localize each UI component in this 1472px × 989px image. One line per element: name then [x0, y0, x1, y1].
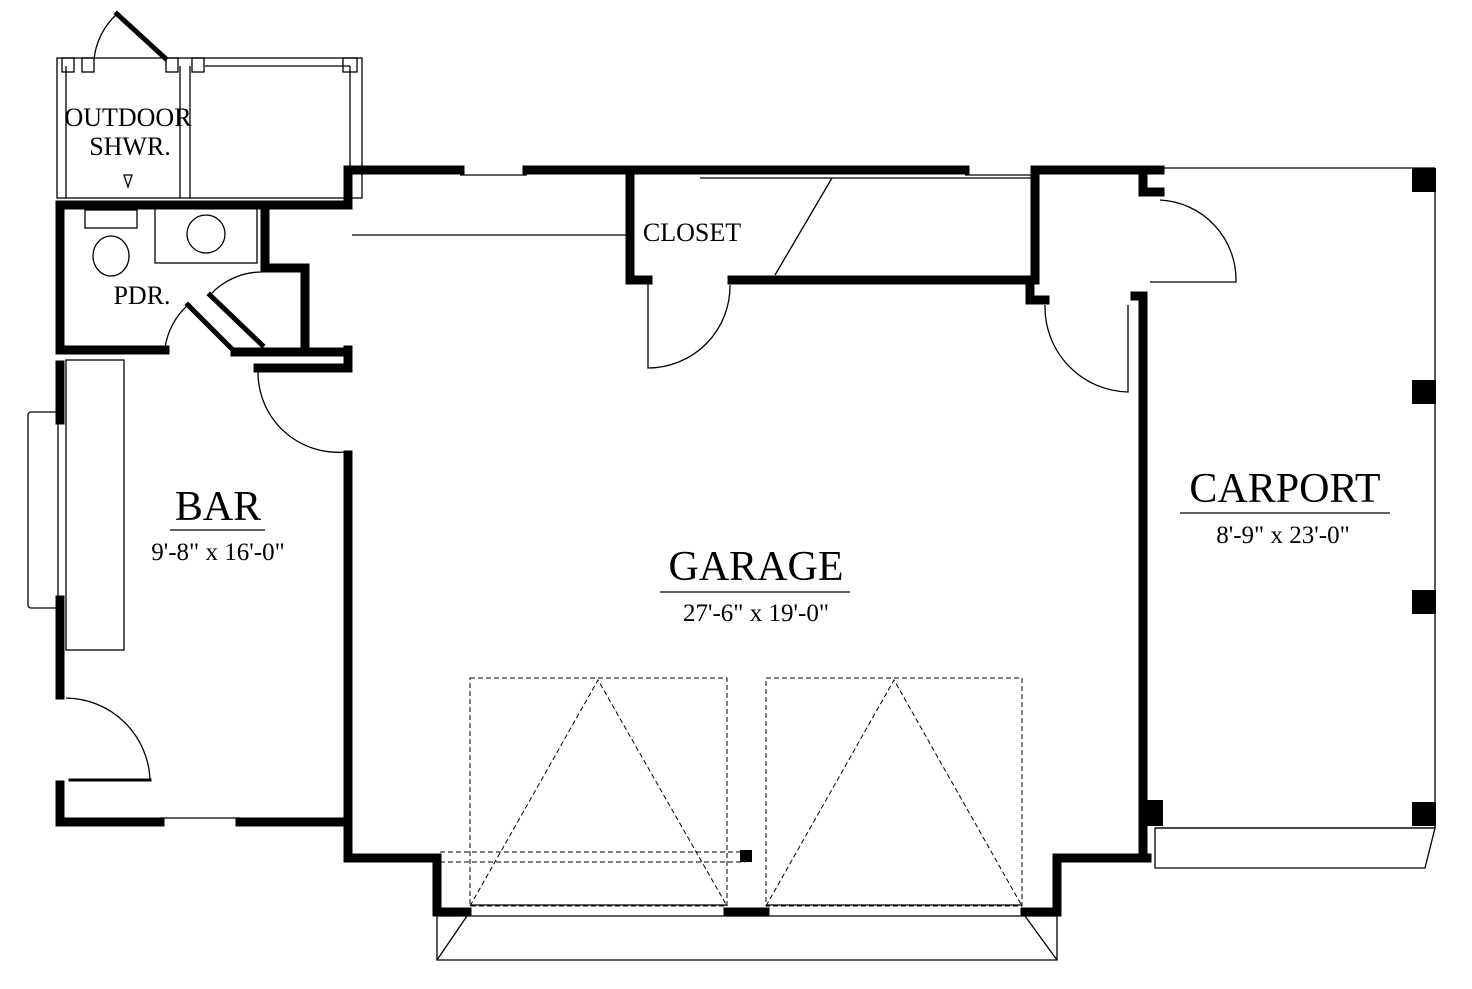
carport-label: CARPORT: [1189, 466, 1380, 512]
walls: [55, 165, 1165, 917]
closet-label: CLOSET: [643, 218, 741, 247]
bar-label: BAR: [175, 484, 261, 530]
stairs: [700, 177, 1035, 276]
carport-dimensions: 8'-9" x 23'-0": [1216, 522, 1350, 549]
powder-room-label: PDR.: [113, 281, 170, 310]
outdoor-shower-label-2: SHWR.: [89, 132, 171, 161]
carport-structure: [1143, 167, 1436, 869]
fixtures: [27, 177, 1237, 961]
outdoor-shower-label: OUTDOOR: [64, 103, 192, 132]
garage-dimensions: 27'-6" x 19'-0": [683, 600, 829, 627]
garage-label: GARAGE: [669, 544, 844, 590]
bar-dimensions: 9'-8" x 16'-0": [151, 539, 285, 566]
outdoor-shower-structure: [56, 10, 363, 199]
